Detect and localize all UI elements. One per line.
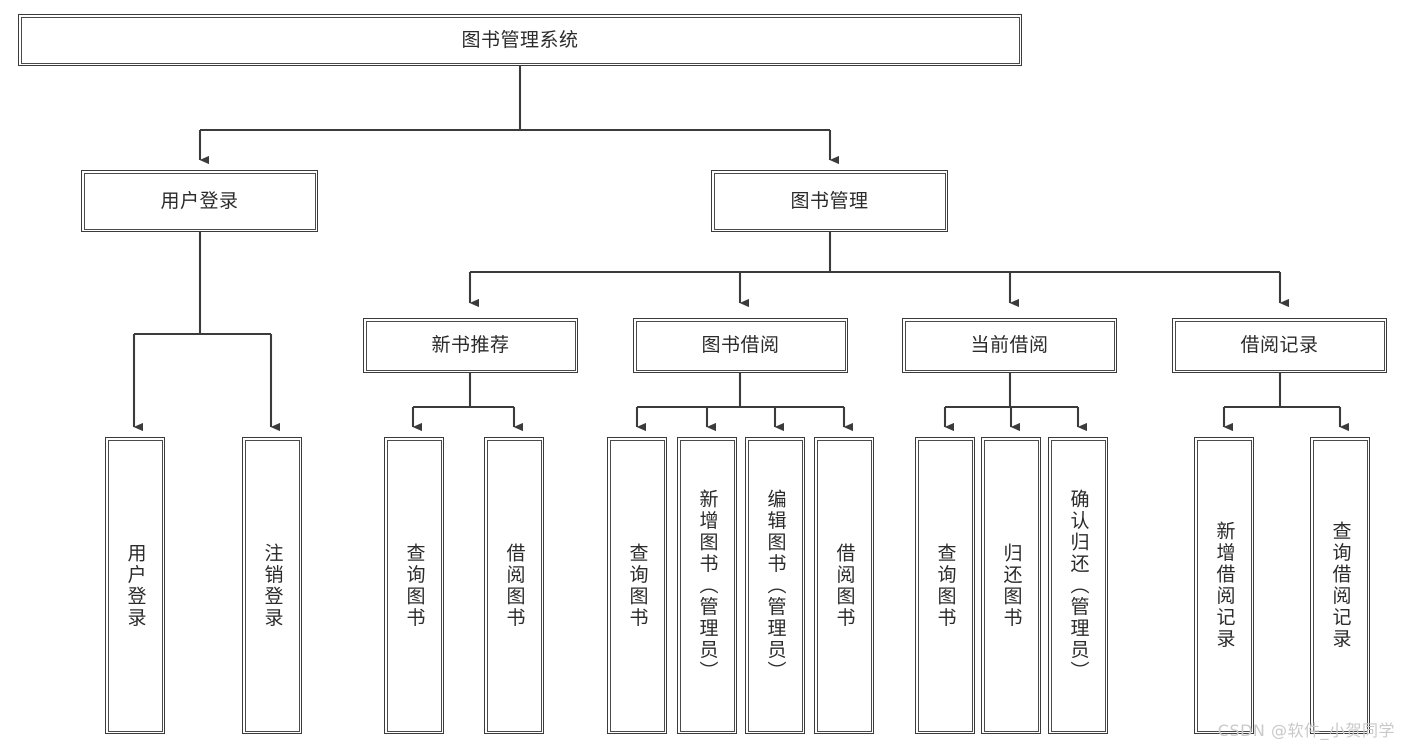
leaf-logout[interactable]: 注销登录 [242,437,302,734]
node-new-book-recommend[interactable]: 新书推荐 [363,318,578,373]
leaf-query-books-current[interactable]: 查询图书 [915,437,975,734]
leaf-query-books-recommend[interactable]: 查询图书 [384,437,444,734]
node-label: 图书管理系统 [461,28,579,51]
node-label: 归还图书 [1000,542,1023,629]
node-label: 图书管理 [790,189,869,212]
leaf-query-books-borrow[interactable]: 查询图书 [607,437,667,734]
node-label: 图书借阅 [701,334,780,357]
node-label: 查询图书 [403,542,426,629]
node-label: 新增图书（管理员） [696,488,719,683]
leaf-borrow-book[interactable]: 借阅图书 [814,437,874,734]
leaf-user-login[interactable]: 用户登录 [105,437,165,734]
node-label: 借阅图书 [833,542,856,629]
node-root-system[interactable]: 图书管理系统 [18,14,1022,66]
node-label: 编辑图书（管理员） [764,488,787,683]
node-label: 注销登录 [261,542,284,629]
node-current-borrow[interactable]: 当前借阅 [902,318,1117,373]
node-user-login[interactable]: 用户登录 [81,170,318,232]
leaf-edit-book-admin[interactable]: 编辑图书（管理员） [745,437,805,734]
leaf-add-borrow-record[interactable]: 新增借阅记录 [1194,437,1254,734]
node-label: 借阅记录 [1240,334,1319,357]
leaf-add-book-admin[interactable]: 新增图书（管理员） [677,437,737,734]
node-label: 查询图书 [934,542,957,629]
leaf-borrow-books-recommend[interactable]: 借阅图书 [484,437,544,734]
node-book-borrow[interactable]: 图书借阅 [633,318,848,373]
node-label: 用户登录 [160,189,239,212]
node-label: 查询借阅记录 [1329,521,1352,650]
leaf-return-book[interactable]: 归还图书 [981,437,1041,734]
leaf-confirm-return-admin[interactable]: 确认归还（管理员） [1048,437,1108,734]
node-book-management[interactable]: 图书管理 [711,170,948,232]
node-label: 确认归还（管理员） [1067,488,1090,683]
node-label: 新书推荐 [431,334,510,357]
node-label: 用户登录 [124,542,147,629]
node-label: 当前借阅 [970,334,1049,357]
csdn-watermark: CSDN @软件_小贺同学 [1217,721,1395,740]
node-borrow-record[interactable]: 借阅记录 [1172,318,1387,373]
node-label: 借阅图书 [503,542,526,629]
node-label: 新增借阅记录 [1213,521,1236,650]
node-label: 查询图书 [626,542,649,629]
leaf-query-borrow-record[interactable]: 查询借阅记录 [1310,437,1370,734]
